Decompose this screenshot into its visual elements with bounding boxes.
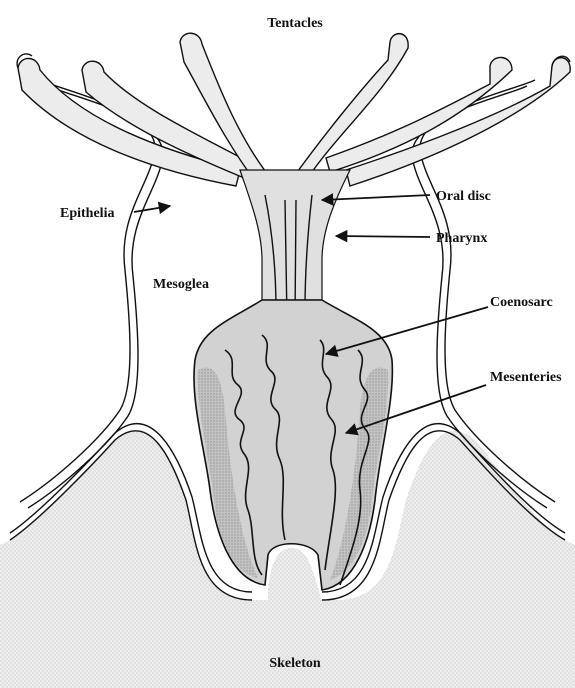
tentacles-label: Tentacles bbox=[267, 16, 323, 31]
skeleton-label: Skeleton bbox=[269, 656, 321, 671]
pharynx-arrow bbox=[336, 236, 430, 237]
pharynx-label: Pharynx bbox=[436, 231, 487, 246]
coenosarc-label: Coenosarc bbox=[490, 295, 553, 310]
mesenteries-label: Mesenteries bbox=[490, 370, 562, 385]
epithelia-arrow bbox=[134, 206, 170, 212]
mesoglea-label: Mesoglea bbox=[153, 277, 209, 292]
oral-disc-label: Oral disc bbox=[436, 189, 491, 204]
tentacles bbox=[18, 33, 570, 190]
epithelia-label: Epithelia bbox=[60, 206, 114, 221]
